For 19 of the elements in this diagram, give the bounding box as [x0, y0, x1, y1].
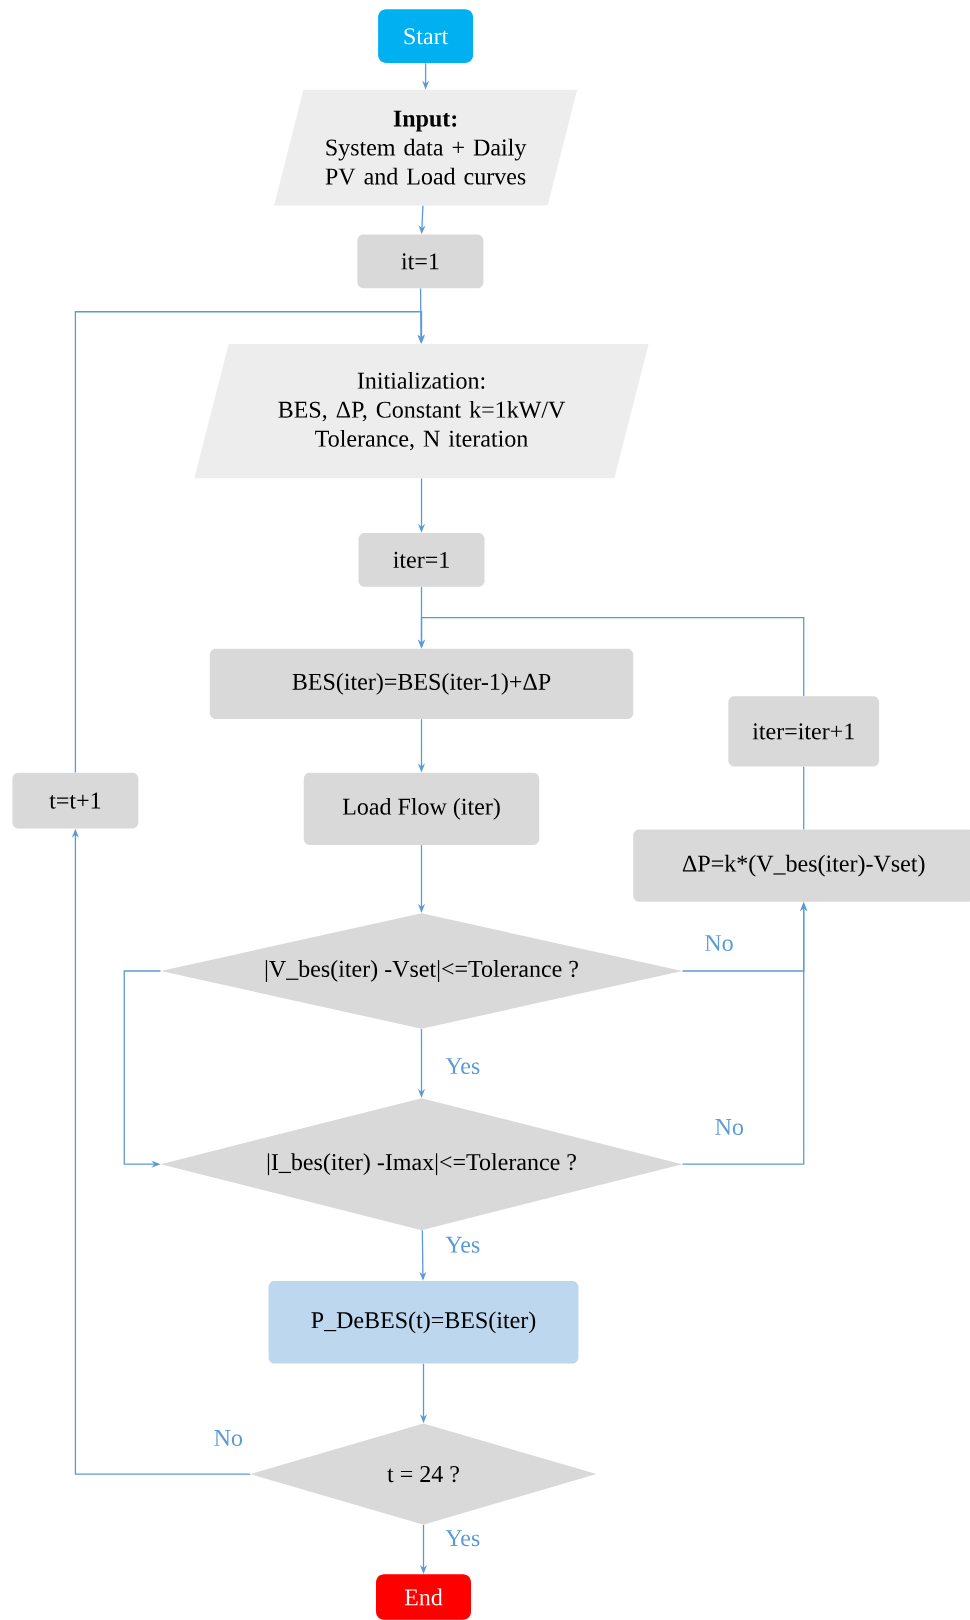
edge-label: No: [703, 934, 735, 953]
process-box: BES(iter)=BES(iter-1)+ΔP: [209, 648, 634, 719]
process-box: t=t+1: [12, 772, 139, 829]
process-box: iter=iter+1: [728, 696, 880, 767]
process-box: P_DeBES(t)=BES(iter): [268, 1281, 579, 1364]
arrow: [74, 311, 426, 774]
input-parallelogram: Initialization: BES, ΔP, Constant k=1kW/V Tolerance, N iteration: [194, 343, 649, 479]
process-box: ΔP=k*(V_bes(iter)-Vset): [633, 829, 970, 902]
process-box: it=1: [357, 234, 484, 289]
edge-label: No: [713, 1118, 745, 1136]
process-box: Load Flow (iter): [303, 772, 540, 845]
edge-label: No: [212, 1429, 244, 1447]
edge-label: Yes: [444, 1235, 482, 1254]
input-parallelogram: Input: System data + Daily PV and Load curves: [274, 89, 578, 206]
start-terminal: Start: [378, 9, 474, 64]
edge-label: Yes: [444, 1057, 482, 1076]
process-box: iter=1: [358, 533, 485, 587]
end-terminal: End: [376, 1574, 471, 1620]
edge-label: Yes: [444, 1529, 482, 1548]
